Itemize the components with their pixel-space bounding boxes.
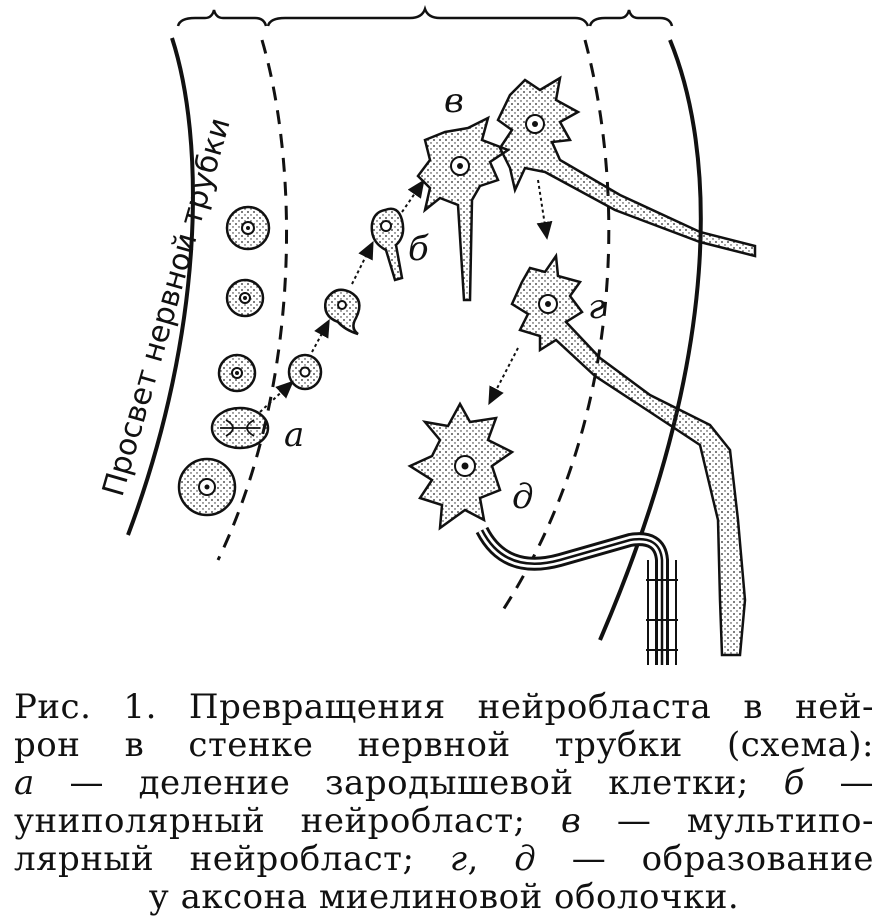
caption-line-5: лярный нейробласт; г, д — образование [14,840,874,878]
zone-brace-right [588,9,674,27]
stage-arrow [536,179,553,240]
stage-arrow [488,347,519,406]
label-g: г [588,287,605,327]
caption-text-v2: лярный нейробласт; [14,839,450,879]
label-v: в [444,81,464,121]
migration-arrow [351,240,374,285]
multipolar-neuron-upper [496,75,757,258]
caption-text-v: — мультипо- [581,801,874,841]
caption-letter-v: в [561,801,582,841]
caption-letter-a: а [14,763,35,803]
migration-arrow [311,318,330,353]
migration-arrow [259,380,294,413]
caption-line-4: униполярный нейробласт; в — мультипо- [14,802,874,840]
caption-line-1: Рис. 1. Превращения нейробласта в ней- [14,687,874,727]
germinal-cell [225,205,271,251]
migration-arrow [401,179,425,213]
lumen-boundary-line [126,37,195,536]
inner-zone-dashed-line [216,39,289,561]
migrating-cell [324,288,361,336]
zone-brace-left [176,9,268,27]
neuron-g [510,252,747,657]
germinal-cell [225,278,265,318]
outer-zone-dashed-line [501,39,611,611]
lumen-label: Просвет нервной трубки [96,114,238,500]
caption-line-3: а — деление зародышевой клетки; б — [14,764,874,802]
outer-boundary-line [598,39,703,641]
multipolar-neuroblast [416,115,511,302]
caption-text-d: — образование [536,839,874,879]
caption-letter-g: г [449,839,468,879]
dividing-germinal-cell [210,406,270,450]
migrating-cell [287,353,323,391]
caption-line-6: у аксона миелиновой оболочки. [148,877,740,917]
caption-line-2: рон в стенке нервной трубки (схема): [14,725,874,765]
caption-text-a: — деление зародышевой клетки; [34,763,784,803]
germinal-cell [177,457,237,517]
label-b: б [408,229,429,269]
caption-text-b: униполярный нейробласт; [14,801,562,841]
figure-caption: Рис. 1. Превращения нейробласта в ней- р… [14,688,874,916]
label-d: д [512,477,534,517]
zone-brace-middle [266,5,590,27]
unipolar-neuroblast [370,207,405,282]
caption-letter-b: б [783,763,805,803]
myelinated-axon [475,526,678,665]
caption-comma: , [467,839,515,879]
germinal-cell [217,353,257,393]
neuron-d [407,401,515,531]
neuroblast-diagram: Просвет нервной трубки [96,5,757,665]
label-a: а [284,415,304,455]
caption-dash: — [804,763,875,803]
caption-letter-d: д [514,839,537,879]
